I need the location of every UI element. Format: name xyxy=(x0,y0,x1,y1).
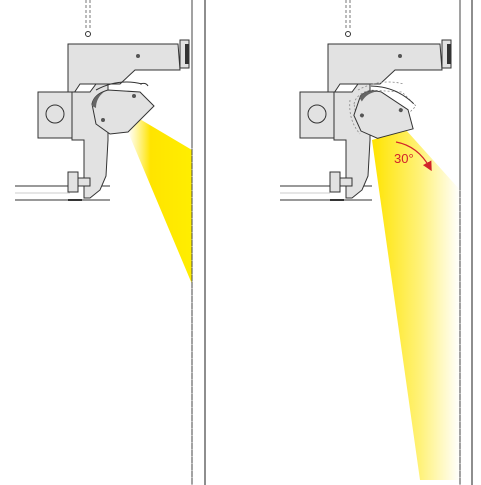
wall-right xyxy=(459,0,473,485)
wall-left xyxy=(191,0,206,485)
left-panel xyxy=(15,0,206,485)
lamp-head-right xyxy=(353,85,415,139)
mounting-plate-left xyxy=(67,43,181,97)
rotation-arrow xyxy=(395,141,432,172)
lamp-head-left xyxy=(91,81,155,135)
wall-clip-right xyxy=(441,39,452,69)
right-panel: 30° xyxy=(280,0,473,485)
suspension-rod-left xyxy=(85,0,91,37)
light-beam-rotated xyxy=(372,130,460,480)
driver-box-left xyxy=(37,91,73,139)
rotation-angle-label: 30° xyxy=(394,151,414,166)
suspension-rod-right xyxy=(345,0,351,37)
driver-box-right xyxy=(299,91,335,139)
track-clamp-left xyxy=(67,171,91,201)
wall-clip-left xyxy=(179,39,190,69)
light-beam-initial xyxy=(128,118,192,284)
track-clamp-right xyxy=(329,171,353,201)
